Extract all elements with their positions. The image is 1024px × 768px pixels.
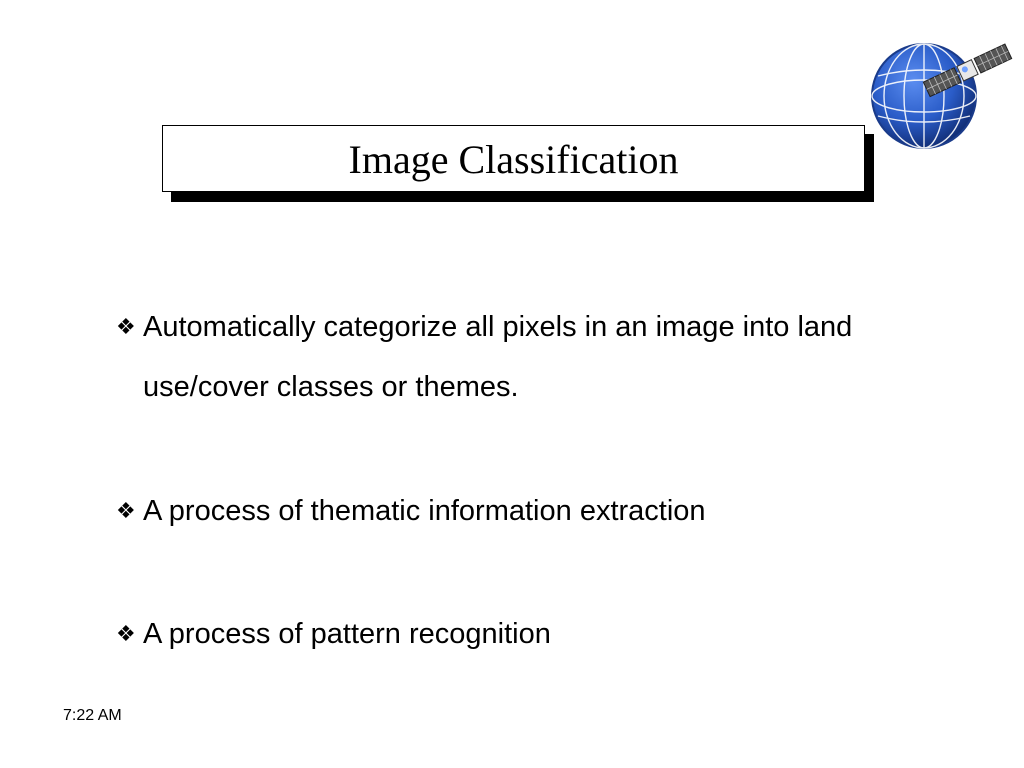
footer-time: 7:22 AM (63, 707, 122, 724)
diamond-bullet-icon: ❖ (116, 314, 136, 339)
bullet-text: Automatically categorize all pixels in a… (143, 311, 853, 403)
bullet-text: A process of thematic information extrac… (143, 495, 706, 527)
bullet-item: ❖ Automatically categorize all pixels in… (116, 300, 923, 417)
bullet-item: ❖ A process of thematic information extr… (116, 484, 923, 541)
globe-satellite-icon (871, 43, 1013, 149)
bullet-item: ❖ A process of pattern recognition (116, 607, 923, 664)
diamond-bullet-icon: ❖ (116, 621, 136, 646)
slide-title: Image Classification (348, 136, 679, 182)
bullet-text: A process of pattern recognition (143, 618, 551, 650)
title-box: Image Classification (162, 125, 865, 192)
diamond-bullet-icon: ❖ (116, 498, 136, 523)
